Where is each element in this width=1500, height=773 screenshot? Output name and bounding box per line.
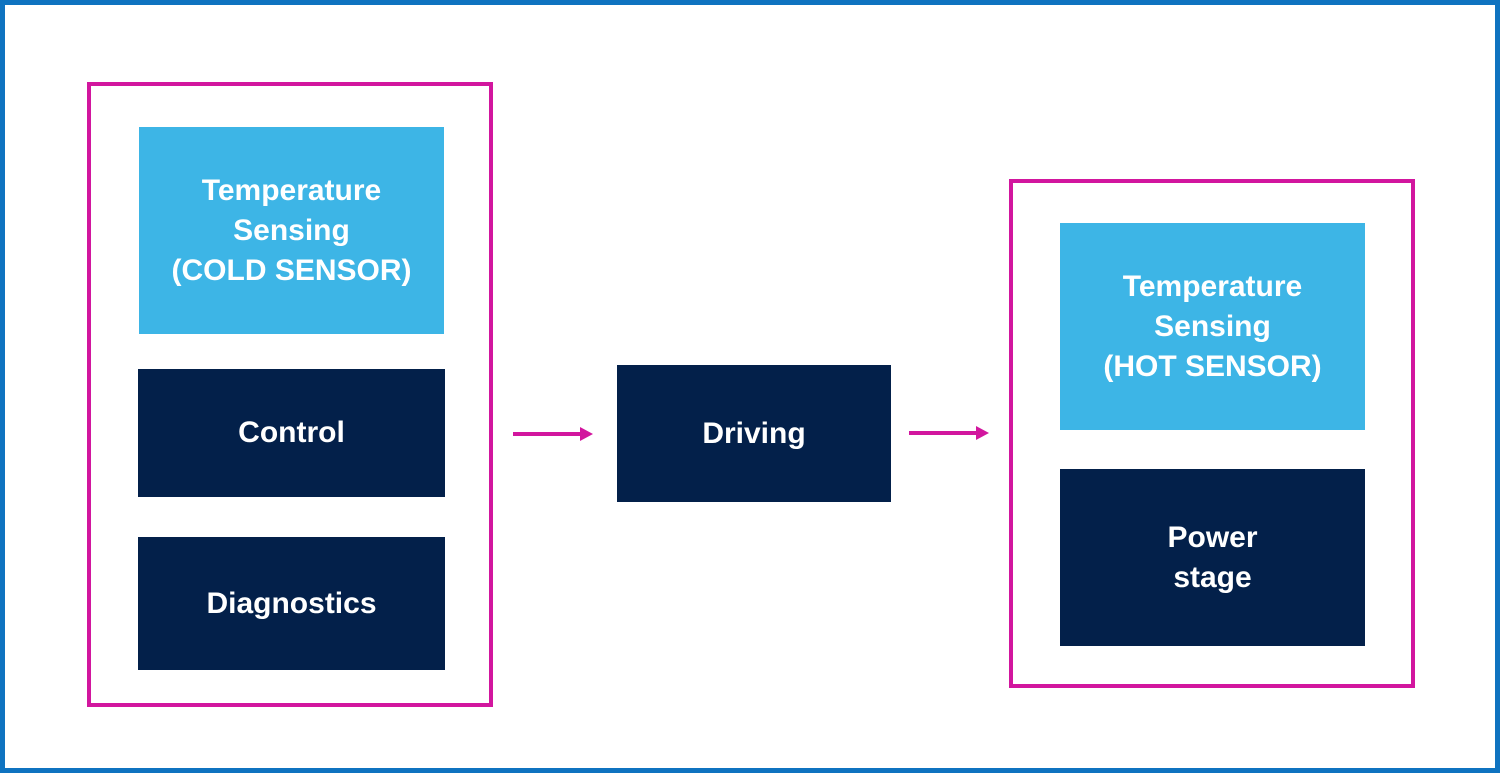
arrow-driving-to-right	[909, 426, 989, 440]
diagnostics-block: Diagnostics	[138, 537, 445, 670]
hot-sensor-block: Temperature Sensing (HOT SENSOR)	[1060, 223, 1365, 430]
cold-sensor-block: Temperature Sensing (COLD SENSOR)	[139, 127, 444, 334]
power-stage-label: Power stage	[1167, 520, 1258, 594]
left-group-box	[87, 82, 493, 707]
driving-label: Driving	[702, 416, 806, 450]
right-group-box	[1009, 179, 1415, 688]
driving-block: Driving	[617, 365, 891, 502]
control-block: Control	[138, 369, 445, 497]
diagnostics-label: Diagnostics	[206, 586, 377, 620]
control-label: Control	[238, 416, 345, 449]
arrow-left-to-driving	[513, 427, 593, 441]
power-stage-block: Power stage	[1060, 469, 1365, 646]
cold-sensor-label: Temperature Sensing (COLD SENSOR)	[171, 173, 412, 287]
hot-sensor-label: Temperature Sensing (HOT SENSOR)	[1103, 269, 1322, 383]
